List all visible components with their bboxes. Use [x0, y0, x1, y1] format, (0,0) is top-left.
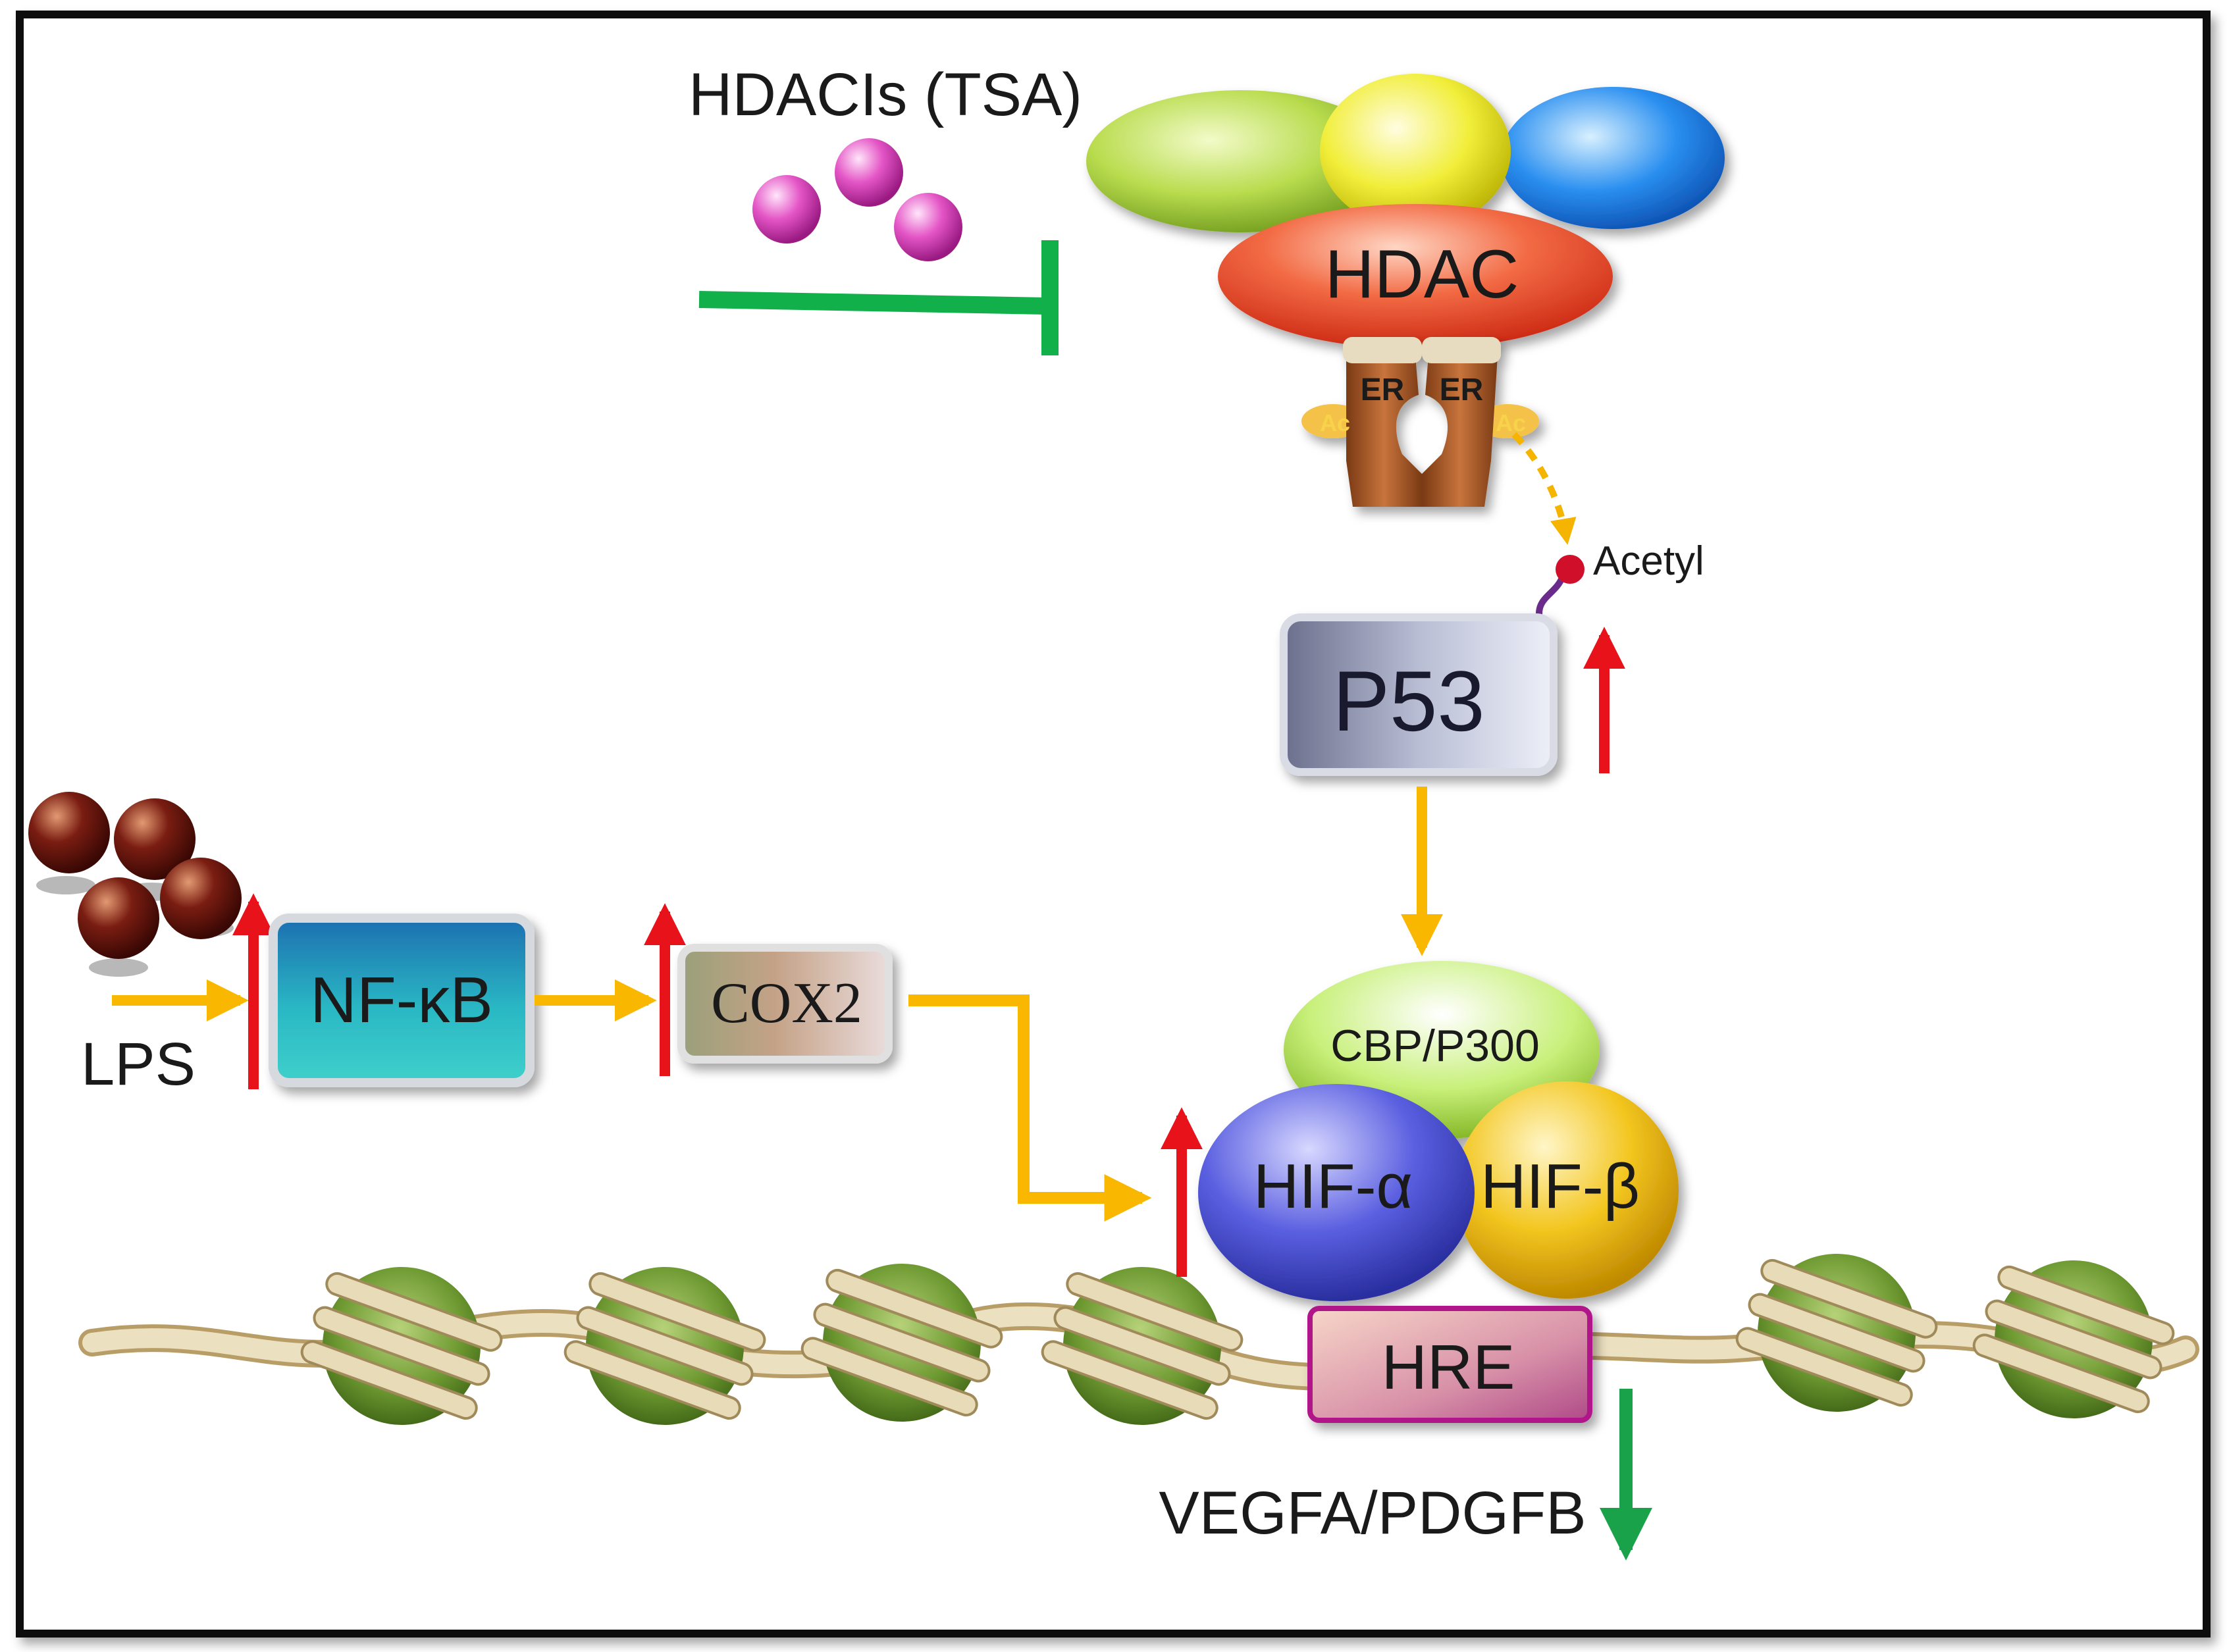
er-receptor-dimer — [1301, 337, 1539, 507]
er-receptor-right — [1422, 355, 1498, 507]
complex-subunit-green — [1086, 90, 1396, 232]
hif-alpha-label: HIF-α — [1253, 1151, 1413, 1222]
er-left-label: ER — [1361, 373, 1405, 407]
lps-bead — [28, 792, 110, 873]
nucleosome — [1735, 1254, 1938, 1412]
complex-subunit-yellow — [1320, 74, 1511, 229]
cox2-label: COX2 — [711, 971, 862, 1035]
nucleosome — [563, 1267, 766, 1425]
hdac-complex — [1086, 74, 1725, 349]
hif-complex — [1198, 961, 1679, 1301]
tsa-bead — [835, 138, 903, 207]
nfkb-box — [269, 914, 535, 1087]
vegfa-pdgfb-label: VEGFA/PDGFB — [1159, 1480, 1586, 1547]
cbp-label: CBP/P300 — [1330, 1021, 1540, 1071]
er-right-label: ER — [1440, 373, 1484, 407]
hre-box — [1307, 1306, 1592, 1423]
p53-box — [1280, 613, 1558, 776]
lps-bead — [160, 858, 242, 939]
acetyl-group-icon — [1556, 555, 1585, 584]
hdac-label: HDAC — [1325, 236, 1519, 313]
acetyl-label: Acetyl — [1593, 538, 1704, 584]
cox2-to-hif-arrow — [908, 994, 1152, 1222]
complex-subunit-blue — [1501, 87, 1725, 229]
er-receptor-left — [1346, 355, 1422, 507]
tsa-bead — [894, 193, 962, 261]
hre-label: HRE — [1382, 1332, 1515, 1403]
tsa-bead — [752, 175, 821, 244]
lps-label: LPS — [81, 1031, 196, 1098]
lps-molecules — [28, 792, 242, 977]
hdacis-label: HDACIs (TSA) — [689, 61, 1082, 128]
p53-label: P53 — [1332, 653, 1484, 749]
hif-beta-subunit — [1455, 1081, 1679, 1299]
nucleosome — [800, 1264, 1003, 1422]
cox2-box — [677, 944, 893, 1064]
ac-right-label: Ac — [1496, 409, 1526, 436]
ac-left-label: Ac — [1320, 409, 1350, 436]
nucleosome — [1041, 1267, 1244, 1425]
hdac-enzyme — [1218, 204, 1613, 349]
lps-bead — [114, 798, 196, 880]
lps-bead — [78, 877, 159, 959]
tsa-molecules — [752, 138, 962, 261]
nucleosome — [300, 1267, 503, 1425]
hif-beta-label: HIF-β — [1480, 1151, 1640, 1222]
inhibition-arrow — [698, 240, 1059, 355]
dna-chromatin — [78, 1254, 2199, 1425]
hif-alpha-subunit — [1198, 1084, 1475, 1301]
nucleosome — [1972, 1260, 2175, 1418]
nfkb-label: NF-κB — [310, 964, 493, 1036]
